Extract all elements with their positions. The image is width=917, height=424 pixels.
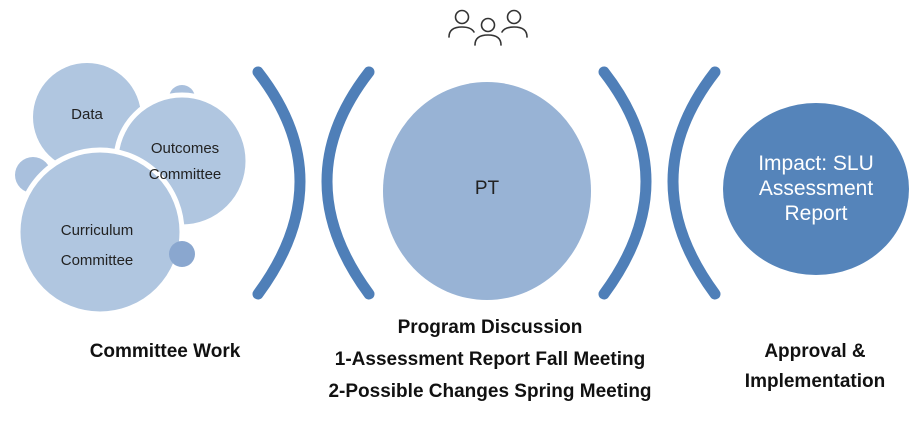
pt-label: PT bbox=[474, 178, 500, 199]
approval-caption: Approval & Implementation bbox=[720, 337, 910, 397]
approval-line-1: Approval & bbox=[764, 341, 866, 362]
outcomes-committee-label: Outcomes Committee bbox=[148, 140, 222, 183]
bracket-close-2 bbox=[598, 66, 652, 300]
bracket-open-2 bbox=[321, 66, 375, 300]
impact-line-3: Report bbox=[784, 202, 848, 225]
approval-line-2: Implementation bbox=[744, 371, 886, 392]
caption-line-1: Program Discussion bbox=[397, 317, 583, 338]
bracket-close-1 bbox=[252, 66, 306, 300]
data-label: Data bbox=[71, 106, 103, 123]
committee-work-caption: Committee Work bbox=[89, 341, 241, 362]
bracket-open-3 bbox=[667, 66, 721, 300]
committee-bubble-cluster bbox=[15, 63, 251, 317]
program-discussion-caption: Program Discussion 1-Assessment Report F… bbox=[280, 312, 700, 408]
pt-circle bbox=[383, 82, 591, 300]
curriculum-bubble bbox=[15, 147, 185, 317]
caption-line-2: 1-Assessment Report Fall Meeting bbox=[334, 349, 646, 370]
caption-line-3: 2-Possible Changes Spring Meeting bbox=[328, 381, 652, 402]
small-bubble-bottom bbox=[169, 241, 195, 267]
curriculum-committee-label: Curriculum Committee bbox=[60, 222, 134, 269]
impact-circle bbox=[723, 103, 909, 275]
impact-line-1: Impact: SLU bbox=[758, 152, 874, 175]
impact-label: Impact: SLU Assessment Report bbox=[735, 151, 897, 226]
people-group-icon bbox=[448, 9, 528, 46]
impact-line-2: Assessment bbox=[758, 177, 874, 200]
data-bubble bbox=[33, 63, 141, 171]
